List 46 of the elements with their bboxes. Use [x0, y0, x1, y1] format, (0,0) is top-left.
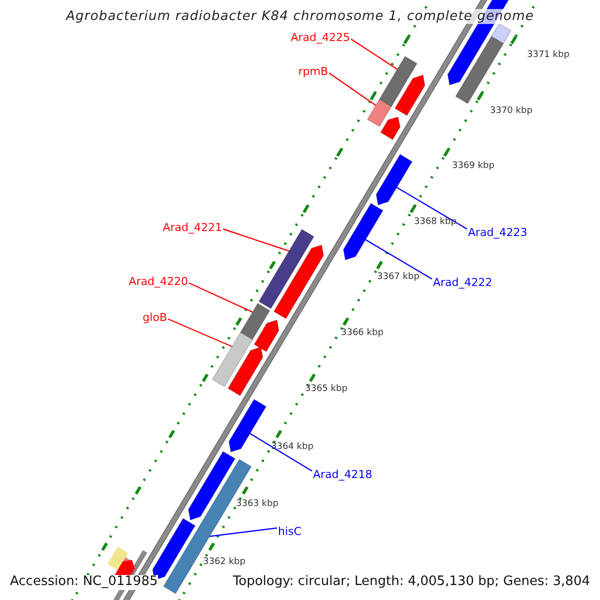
leader-line [222, 228, 290, 252]
gene-feature [188, 451, 236, 520]
gene-feature [343, 202, 384, 260]
gene-feature [258, 228, 314, 310]
accession-text: Accession: NC_011985 [10, 575, 158, 590]
gene-feature [228, 398, 266, 452]
gene-label: Arad_4220 [128, 276, 188, 289]
leader-line [328, 72, 376, 106]
gene-feature [380, 116, 401, 140]
gene-feature [228, 346, 264, 396]
gene-feature [273, 244, 324, 320]
gene-feature [455, 36, 504, 104]
scale-label: 3368 kbp [414, 217, 456, 228]
leader-line [210, 527, 278, 537]
gene-label: Arad_4221 [162, 222, 222, 235]
scale-label: 3363 kbp [236, 499, 278, 510]
leader-line [350, 38, 398, 70]
scale-label: 3362 kbp [203, 557, 246, 568]
leader-line [188, 282, 253, 313]
genome-summary-text: Topology: circular; Length: 4,005,130 bp; Genes: 3,804 [232, 575, 590, 590]
gene-label: Arad_4223 [468, 227, 528, 240]
gene-feature [376, 154, 413, 206]
gene-label: gloB [142, 312, 167, 325]
gene-feature [366, 99, 392, 128]
gene-label: hisC [278, 526, 302, 539]
scale-label: 3367 kbp [377, 272, 420, 282]
gene-feature [240, 303, 270, 340]
gene-label: rpmB [298, 66, 328, 79]
gene-label: Arad_4218 [313, 469, 372, 482]
scale-label: 3371 kbp [527, 50, 570, 60]
leader-line [250, 432, 312, 472]
leader-line [168, 318, 232, 348]
title: Agrobacterium radiobacter K84 chromosome 1, complete genome [66, 9, 534, 24]
scale-label: 3370 kbp [490, 106, 532, 116]
leader-line [365, 239, 432, 280]
scale-label: 3364 kbp [271, 442, 314, 452]
gene-label: Arad_4225 [290, 32, 350, 45]
scale-label: 3369 kbp [452, 161, 494, 172]
leader-line [396, 186, 468, 230]
scale-label: 3365 kbp [305, 384, 348, 394]
gene-feature [378, 56, 418, 107]
gene-feature [394, 74, 426, 116]
gene-feature [212, 332, 253, 388]
scale-label: 3366 kbp [341, 328, 384, 338]
gene-feature [254, 320, 280, 352]
gene-label: Arad_4222 [433, 277, 492, 290]
